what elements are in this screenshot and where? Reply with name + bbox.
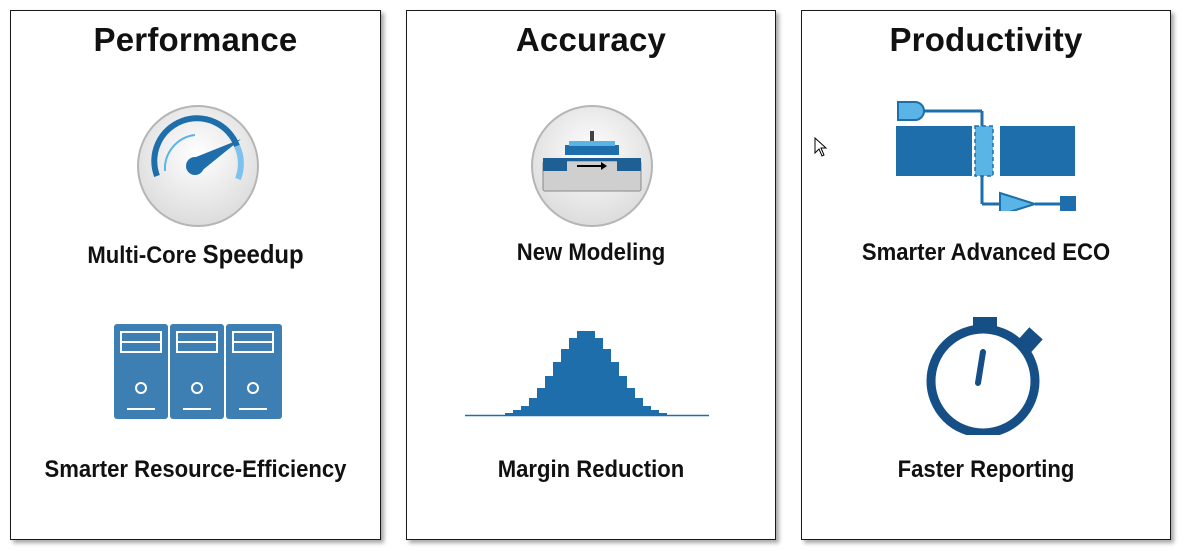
stopwatch-icon <box>926 317 1043 435</box>
distribution-icon <box>465 331 709 417</box>
speedometer-icon <box>137 105 259 227</box>
servers-icon <box>114 324 282 419</box>
panel-title: Accuracy <box>515 21 667 58</box>
panel-title: Productivity <box>889 21 1083 58</box>
accuracy-panel: Accuracy New Modeling <box>406 10 776 540</box>
productivity-panel: Productivity Smarter Advanced ECO Faster… <box>801 10 1171 540</box>
feature-label-eco: Smarter Advanced ECO <box>861 239 1111 266</box>
eco-circuit-icon <box>896 101 1076 211</box>
feature-label-modeling: New Modeling <box>516 239 666 266</box>
feature-label-margin: Margin Reduction <box>497 456 685 483</box>
feature-label-resource: Smarter Resource-Efficiency <box>44 456 347 483</box>
panel-title: Performance <box>93 21 298 58</box>
feature-label-multicore: Multi-Core Speedup <box>87 239 304 269</box>
performance-panel: Performance Multi-Core Speedup <box>10 10 381 540</box>
mouse-cursor-icon <box>814 137 828 157</box>
feature-label-reporting: Faster Reporting <box>897 456 1075 483</box>
transistor-icon <box>531 105 653 227</box>
